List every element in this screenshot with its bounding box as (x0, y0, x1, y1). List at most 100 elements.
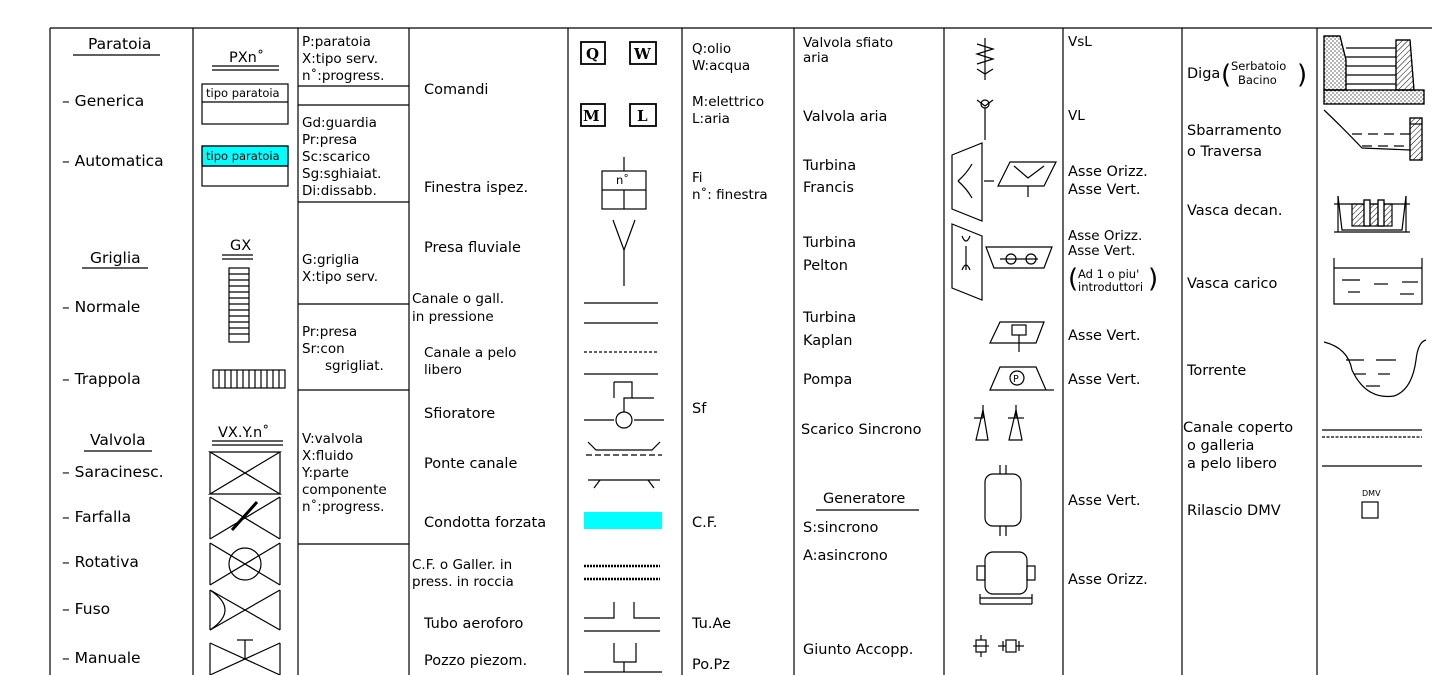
table-grid (49, 27, 1432, 675)
label-serbatoio: Serbatoio (1231, 59, 1286, 73)
pr-line-1: Sr:con (302, 341, 345, 357)
sbarramento-symbol (1323, 109, 1423, 161)
comando-l-box (629, 103, 657, 127)
label-normale: – Normale (62, 298, 140, 316)
asse-vert-4: Asse Vert. (1068, 372, 1141, 388)
label-kaplan-2: Kaplan (803, 333, 852, 349)
turbina-francis-symbol (951, 142, 1057, 222)
column-symbol-codes: Q:olio W:acqua M:elettrico L:aria Fi n˚:… (691, 41, 768, 673)
v-line-3: componente (302, 482, 387, 498)
label-condotta: Condotta forzata (424, 515, 546, 531)
column-element-names: Comandi Finestra ispez. Presa fluviale C… (412, 82, 546, 669)
label-rotativa: – Rotativa (62, 553, 139, 571)
code-sf: Sf (692, 401, 707, 417)
column-symbols-3: P (951, 38, 1057, 657)
comando-m: M (583, 107, 600, 125)
valvola-farfalla-symbol (209, 496, 281, 540)
diga-symbol (1323, 35, 1425, 105)
comando-m-box (580, 103, 606, 127)
code-w: W:acqua (692, 58, 750, 74)
label-tubo: Tubo aeroforo (423, 616, 523, 632)
canale-pelo-libero-symbol (584, 351, 658, 375)
p-line-2: n˚:progress. (302, 67, 384, 84)
asse-orizz-1: Asse Orizz. (1068, 164, 1148, 180)
pxn-code: PXn˚ (229, 49, 264, 66)
label-valvola-sfiato-1: Valvola sfiato (803, 35, 893, 51)
label-comandi: Comandi (424, 82, 488, 98)
label-kaplan-1: Turbina (802, 310, 856, 326)
paren-right: ) (1148, 264, 1158, 294)
ponte-canale-symbol (586, 441, 662, 489)
valvola-title: Valvola (90, 431, 146, 449)
gd-line-3: Sg:sghiaiat. (302, 166, 381, 182)
generatore-asincrono-symbol (976, 551, 1036, 605)
column-structure-names: Diga ( Serbatoio Bacino ) Sbarramento o … (1183, 59, 1307, 519)
code-cf: C.F. (692, 515, 717, 531)
label-sbarramento-1: Sbarramento (1187, 123, 1282, 139)
valvola-sfiato-symbol (974, 38, 996, 80)
gd-line-0: Gd:guardia (302, 115, 377, 131)
griglia-normale-symbol (228, 267, 250, 343)
paren-left: ( (1068, 264, 1078, 294)
diga-paren-right: ) (1297, 60, 1307, 90)
label-canale-press-2: in pressione (412, 309, 494, 325)
code-n-finestra: n˚: finestra (692, 186, 768, 203)
label-ponte: Ponte canale (424, 456, 517, 472)
code-vl: VL (1068, 108, 1085, 124)
pompa-symbol: P (989, 366, 1054, 391)
label-pozzo: Pozzo piezom. (424, 653, 527, 669)
cf-roccia-symbol (584, 564, 660, 581)
paratoia-generica-symbol (201, 83, 289, 125)
asse-vert-5: Asse Vert. (1068, 493, 1141, 509)
presa-fluviale-symbol (612, 219, 636, 286)
gx-code: GX (230, 238, 251, 254)
v-line-1: X:fluido (302, 448, 353, 464)
vasca-carico-symbol (1333, 258, 1423, 305)
column-symbols-1: PXn˚ tipo paratoia tipo paratoia GX (201, 49, 289, 675)
scarico-sincrono-symbol (974, 405, 1024, 441)
label-canale-coperto-1: Canale coperto (1183, 420, 1293, 436)
label-canale-pelo-2: libero (424, 362, 462, 378)
label-generica: – Generica (62, 92, 144, 110)
gd-line-4: Di:dissabb. (302, 183, 377, 199)
asse-vert-2: Asse Vert. (1068, 243, 1136, 259)
comando-w-box (629, 41, 657, 65)
label-cf-roccia-2: press. in roccia (412, 574, 514, 590)
column-symbols-2: Q W M L n˚ (580, 41, 664, 673)
label-canale-press-1: Canale o gall. (412, 291, 504, 307)
label-pelton-2: Pelton (803, 258, 848, 274)
column-symbol-names: Paratoia – Generica – Automatica Griglia… (62, 35, 164, 667)
column-code-legend: P:paratoia X:tipo serv. n˚:progress. Gd:… (298, 34, 409, 515)
label-farfalla: – Farfalla (62, 508, 131, 526)
valvola-manuale-symbol (209, 639, 281, 675)
turbina-pelton-symbol (951, 223, 1053, 301)
label-torrente: Torrente (1186, 363, 1246, 379)
comando-q-box (580, 41, 606, 65)
turbina-kaplan-symbol (989, 321, 1045, 352)
gd-line-2: Sc:scarico (302, 149, 370, 165)
asse-orizz-3: Asse Orizz. (1068, 572, 1148, 588)
tubo-aeroforo-symbol (584, 602, 660, 632)
label-saracinesc: – Saracinesc. (62, 463, 164, 481)
label-pompa: Pompa (803, 372, 852, 388)
v-line-2: Y:parte (301, 465, 349, 481)
tipo-paratoia-label-2: tipo paratoia (206, 149, 280, 163)
v-line-4: n˚:progress. (302, 498, 384, 515)
label-diga: Diga (1187, 66, 1220, 82)
label-cf-roccia-1: C.F. o Galler. in (412, 557, 512, 573)
label-sbarramento-2: o Traversa (1187, 144, 1262, 160)
code-l: L:aria (692, 111, 730, 127)
g-line-1: X:tipo serv. (302, 269, 378, 285)
finestra-n: n˚ (616, 172, 629, 187)
label-sincrono: S:sincrono (803, 520, 879, 536)
tipo-paratoia-label-1: tipo paratoia (206, 86, 280, 100)
condotta-forzata-symbol (584, 512, 662, 529)
pompa-p: P (1013, 374, 1019, 385)
code-m: M:elettrico (692, 94, 764, 110)
label-rilascio: Rilascio DMV (1187, 503, 1281, 519)
valvola-saracinesca-symbol (207, 451, 283, 495)
valvola-rotativa-symbol (209, 542, 281, 586)
label-asincrono: A:asincrono (803, 548, 888, 564)
pr-line-0: Pr:presa (302, 324, 357, 340)
